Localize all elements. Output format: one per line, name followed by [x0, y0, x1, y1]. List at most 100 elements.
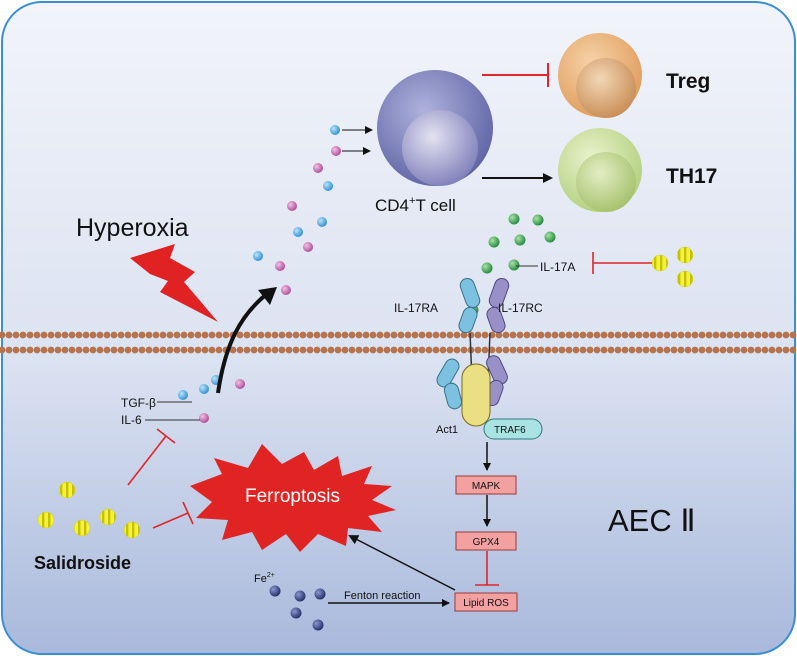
- membrane-lipid-head: [635, 331, 643, 339]
- membrane-lipid-head: [110, 346, 118, 354]
- membrane-lipid-head: [453, 331, 461, 339]
- membrane-lipid-head: [5, 331, 13, 339]
- membrane-lipid-head: [173, 331, 181, 339]
- ferroptosis-burst: [190, 444, 396, 552]
- membrane-lipid-head: [642, 346, 650, 354]
- il6-particle: [199, 413, 209, 423]
- il17a-particle: [532, 214, 544, 226]
- tgf-beta-particle: [253, 251, 263, 261]
- membrane-lipid-head: [54, 331, 62, 339]
- il6-particle: [331, 146, 341, 156]
- membrane-lipid-head: [33, 331, 41, 339]
- membrane-lipid-head: [0, 331, 6, 339]
- fenton-reaction-label: Fenton reaction: [344, 590, 420, 602]
- membrane-lipid-head: [474, 331, 482, 339]
- membrane-lipid-head: [40, 331, 48, 339]
- membrane-lipid-head: [89, 346, 97, 354]
- salidroside-particle: [676, 270, 694, 288]
- membrane-lipid-head: [215, 331, 223, 339]
- salidroside-cytokine-inhibition: [127, 428, 176, 486]
- membrane-lipid-head: [257, 331, 265, 339]
- salidroside-particle: [99, 508, 117, 526]
- tgf-beta-particle: [199, 384, 209, 394]
- membrane-lipid-head: [593, 346, 601, 354]
- membrane-lipid-head: [418, 346, 426, 354]
- membrane-lipid-head: [131, 331, 139, 339]
- membrane-lipid-head: [663, 346, 671, 354]
- membrane-lipid-head: [285, 331, 293, 339]
- membrane-lipid-head: [789, 346, 797, 354]
- cd4-t-cell: [377, 70, 493, 186]
- membrane-lipid-head: [12, 346, 20, 354]
- act1-label: Act1: [436, 424, 458, 436]
- membrane-lipid-head: [726, 346, 734, 354]
- membrane-lipid-head: [740, 331, 748, 339]
- membrane-lipid-head: [635, 346, 643, 354]
- membrane-lipid-head: [523, 331, 531, 339]
- membrane-lipid-head: [145, 331, 153, 339]
- membrane-lipid-head: [586, 346, 594, 354]
- membrane-lipid-head: [103, 346, 111, 354]
- membrane-lipid-head: [138, 331, 146, 339]
- membrane-lipid-head: [754, 331, 762, 339]
- salidroside-particle: [123, 521, 141, 539]
- th17-label: TH17: [666, 165, 717, 188]
- membrane-lipid-head: [334, 346, 342, 354]
- membrane-lipid-head: [145, 346, 153, 354]
- cell-membrane: [0, 331, 797, 354]
- membrane-lipid-head: [138, 346, 146, 354]
- cytokine-particles: [178, 125, 556, 423]
- membrane-lipid-head: [593, 331, 601, 339]
- membrane-lipid-head: [509, 346, 517, 354]
- membrane-lipid-head: [404, 331, 412, 339]
- membrane-lipid-head: [432, 346, 440, 354]
- membrane-lipid-head: [439, 331, 447, 339]
- membrane-lipid-head: [75, 346, 83, 354]
- membrane-lipid-head: [12, 331, 20, 339]
- membrane-lipid-head: [383, 346, 391, 354]
- membrane-lipid-head: [453, 346, 461, 354]
- membrane-lipid-head: [369, 331, 377, 339]
- membrane-lipid-head: [782, 346, 790, 354]
- membrane-lipid-head: [250, 331, 258, 339]
- secretion-arrowhead: [258, 287, 277, 305]
- membrane-lipid-head: [586, 331, 594, 339]
- membrane-lipid-head: [75, 331, 83, 339]
- membrane-lipid-head: [369, 346, 377, 354]
- salidroside-particle: [58, 481, 76, 499]
- membrane-lipid-head: [705, 331, 713, 339]
- membrane-lipid-head: [670, 331, 678, 339]
- membrane-lipid-head: [656, 346, 664, 354]
- il17a-particle: [488, 236, 500, 248]
- membrane-lipid-head: [383, 331, 391, 339]
- membrane-lipid-head: [740, 346, 748, 354]
- membrane-lipid-head: [236, 331, 244, 339]
- membrane-lipid-head: [243, 331, 251, 339]
- il17ra-label: IL-17RA: [394, 301, 438, 315]
- membrane-lipid-head: [712, 346, 720, 354]
- membrane-lipid-head: [572, 346, 580, 354]
- membrane-lipid-head: [411, 346, 419, 354]
- membrane-lipid-head: [68, 346, 76, 354]
- gpx4-lipid-ros-inhibition: [475, 551, 499, 586]
- membrane-lipid-head: [481, 346, 489, 354]
- il17rc-label: IL-17RC: [498, 301, 543, 315]
- fe-ion: [269, 585, 281, 597]
- membrane-lipid-head: [54, 346, 62, 354]
- membrane-lipid-head: [159, 346, 167, 354]
- membrane-lipid-head: [628, 331, 636, 339]
- membrane-lipid-head: [628, 346, 636, 354]
- membrane-lipid-head: [26, 331, 34, 339]
- tgf-beta-particle: [323, 181, 333, 191]
- il6-particle: [287, 201, 297, 211]
- membrane-lipid-head: [299, 346, 307, 354]
- membrane-lipid-head: [89, 331, 97, 339]
- fe-ion: [314, 588, 326, 600]
- membrane-lipid-head: [194, 346, 202, 354]
- membrane-lipid-head: [110, 331, 118, 339]
- membrane-lipid-head: [502, 346, 510, 354]
- membrane-lipid-head: [782, 331, 790, 339]
- membrane-lipid-head: [313, 331, 321, 339]
- membrane-lipid-head: [460, 346, 468, 354]
